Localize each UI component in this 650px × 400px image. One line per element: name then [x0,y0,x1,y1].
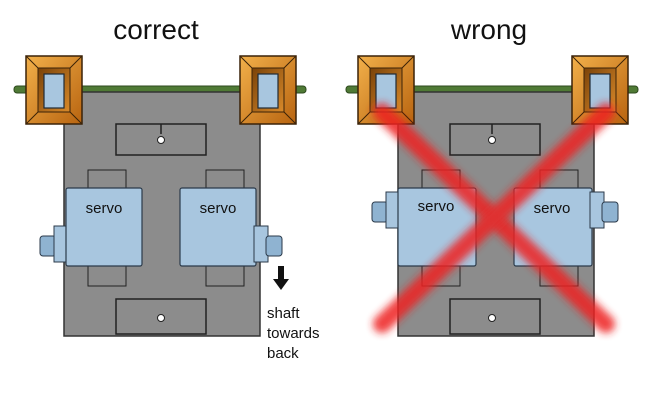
servo-right [179,187,283,267]
correct-assembly [13,55,307,337]
bracket-left [25,55,83,125]
servo-left [39,187,143,267]
shaft-direction-note: shaft towards back [267,304,320,364]
panel-title-wrong: wrong [450,14,528,45]
servo-label-left-wrong: servo [417,198,455,215]
arrow-down-icon [273,266,289,290]
panel-title-correct: correct [113,14,199,45]
wrong-assembly [345,55,639,337]
note-line: shaft [267,305,300,322]
bottom-hole [488,314,496,322]
bracket-right [239,55,297,125]
note-line: towards [267,325,320,342]
servo-label-right-correct: servo [199,200,237,217]
note-line: back [267,345,299,362]
top-hole [157,136,165,144]
servo-label-left-correct: servo [85,200,123,217]
red-cross-icon [373,103,615,333]
bottom-hole [157,314,165,322]
servo-label-right-wrong: servo [533,200,571,217]
top-hole [488,136,496,144]
